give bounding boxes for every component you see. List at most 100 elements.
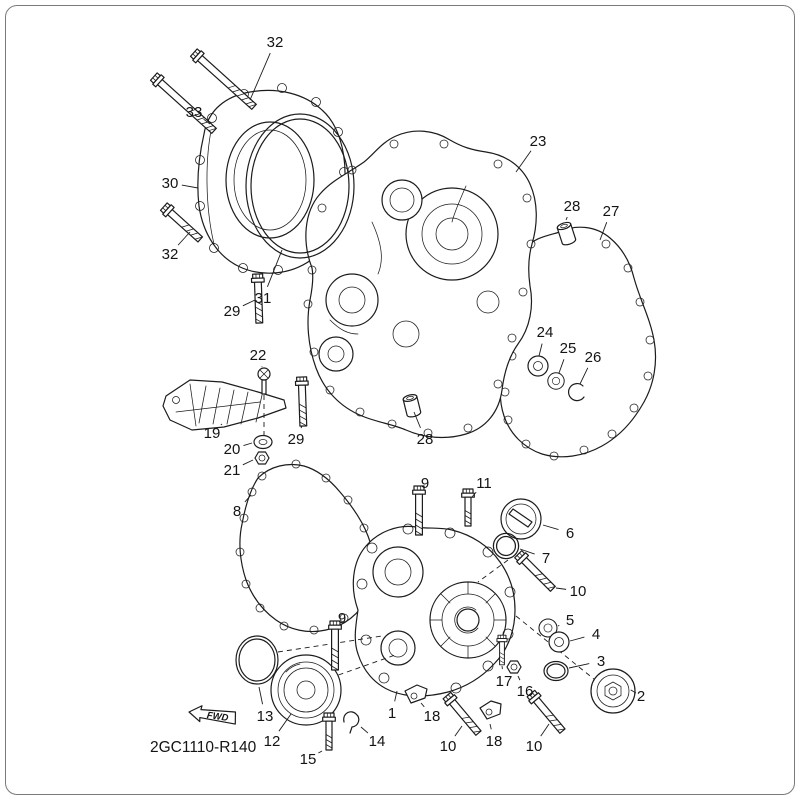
callout-label: 7 [542,550,550,567]
callout-leader [249,52,271,101]
callout-leader [242,459,254,466]
callout-label: 23 [530,133,547,150]
collar-28-top [555,220,578,247]
callout-label: 15 [300,751,317,768]
callout-leader [318,750,323,754]
bolt-32-lower [160,202,205,244]
callout-leader [568,663,590,669]
callout-leader [558,359,565,374]
callout-leader [454,725,463,737]
bolt-29-lower [295,377,309,426]
callout-leader [599,222,608,241]
washer-25 [547,372,565,390]
bolt-11 [462,489,475,526]
callout-label: 17 [496,673,513,690]
callout-leader [300,425,303,429]
holder-18-left [404,684,428,704]
callout-label: 3 [597,653,605,670]
screw-22 [257,367,271,395]
callout-leader [177,231,191,246]
callout-label: 29 [288,431,305,448]
callout-leader [630,689,637,694]
callout-leader [243,442,253,446]
bolt-9-left [329,621,342,670]
callout-leader [203,118,211,125]
callout-leader [181,184,199,189]
washer-24 [527,355,549,377]
cover-12 [270,654,342,726]
circlip-26 [568,382,585,402]
callout-label: 27 [603,203,620,220]
diagram-code: 2GC1110-R140 [150,739,257,756]
callout-leader [579,367,589,385]
oring-3 [543,660,569,682]
callout-label: 11 [476,475,492,492]
callout-leader [515,150,532,173]
bolt-10-right [514,550,558,594]
fwd-arrow: FWD [188,705,237,725]
callout-leader [555,587,567,590]
guard-19 [162,379,287,431]
callout-label: 29 [224,303,241,320]
callout-leader [557,624,560,627]
nut-21 [254,451,270,465]
callout-leader [542,524,559,531]
callout-leader [538,343,543,357]
callout-leader [360,726,369,734]
washer-4 [548,631,570,653]
nut-16 [506,660,522,674]
gasket-31 [245,113,355,259]
callout-leader [278,713,292,732]
callout-label: 31 [255,290,272,307]
cap-20 [253,434,273,450]
callout-label: 6 [566,525,574,542]
callout-label: 13 [257,708,274,725]
filler-cap-6 [500,498,542,540]
callout-leader [565,216,568,221]
bolt-10-bottom-left [442,692,483,738]
callout-label: 8 [233,503,241,520]
callout-label: 26 [585,349,602,366]
callout-label: 10 [570,583,587,600]
callout-label: 9 [421,475,429,492]
callout-leader [519,548,535,555]
oring-7 [492,532,520,560]
clip-14 [343,711,360,734]
callout-label: 28 [564,198,581,215]
callout-label: 32 [162,246,179,263]
callout-label: 5 [566,612,574,629]
callout-label: 10 [440,738,457,755]
callout-label: 20 [224,441,241,458]
bolt-15 [323,713,336,750]
callout-leader [420,702,425,708]
callout-label: 12 [264,733,281,750]
gasket-8 [235,459,377,635]
callout-label: 25 [560,340,577,357]
callout-leader [258,686,264,705]
callout-label: 22 [250,347,267,364]
crankcase-23 [303,130,537,439]
callout-label: 16 [517,683,534,700]
callout-label: 24 [537,324,554,341]
callout-leader [569,636,585,642]
callout-label: 4 [592,626,600,643]
callout-leader [517,675,521,681]
callout-leader [413,411,421,429]
callout-label: 21 [224,462,241,479]
cover-1 [352,523,516,698]
callout-leader [242,299,256,307]
fwd-label: FWD [206,710,229,724]
callout-label: 14 [369,733,386,750]
callout-label: 33 [186,104,203,121]
plug-2 [590,668,636,714]
callout-label: 28 [417,431,434,448]
oring-13 [235,635,279,685]
callout-leader [489,723,492,730]
holder-18-right [479,700,502,720]
bolt-33 [150,72,219,136]
callout-leader [394,690,398,702]
callout-leader [220,423,223,426]
